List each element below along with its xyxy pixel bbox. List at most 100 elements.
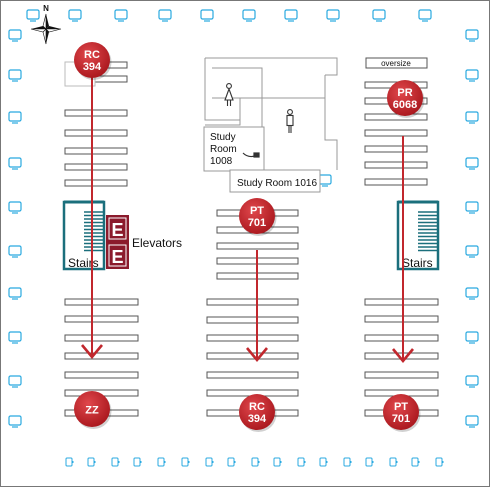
computer-icon (418, 9, 432, 22)
computer-icon (68, 9, 82, 22)
computer-icon (465, 69, 479, 82)
compass-north-label: N (43, 4, 49, 13)
shelf (64, 298, 139, 306)
elevator-glyph-bottom: E (111, 247, 123, 267)
callout-line-2: 701 (392, 413, 410, 425)
shelf (206, 371, 299, 379)
direction-arrow (81, 76, 103, 360)
stairs-left-label: Stairs (68, 256, 99, 270)
computer-icon (227, 457, 236, 467)
shelf (64, 147, 128, 155)
computer-icon (411, 457, 420, 467)
shelf (206, 334, 299, 342)
computer-icon (8, 69, 22, 82)
callout-line-2: 6068 (393, 99, 417, 111)
shelf (64, 179, 128, 187)
shelf (364, 371, 439, 379)
computer-icon (319, 457, 328, 467)
shelf (206, 316, 299, 324)
computer-icon (8, 415, 22, 428)
computer-icon (26, 9, 40, 22)
computer-icon (273, 457, 282, 467)
shelf (64, 371, 139, 379)
computer-icon (465, 375, 479, 388)
study-room-1008-label-1: Study (210, 132, 236, 143)
direction-arrows (81, 76, 414, 364)
computer-icon (465, 111, 479, 124)
computer-icon (111, 457, 120, 467)
stairs-left[interactable]: Stairs (62, 200, 106, 271)
computer-icon (365, 457, 374, 467)
computer-icon (326, 9, 340, 22)
stairs-right[interactable]: Stairs (396, 200, 440, 271)
computer-icon (465, 331, 479, 344)
shelf (216, 242, 299, 250)
computer-icon (205, 457, 214, 467)
shelf (364, 113, 428, 121)
computer-icon (465, 287, 479, 300)
study-room-1008[interactable] (203, 126, 265, 172)
computer-icon (435, 457, 444, 467)
callout-line-1: PR (397, 87, 412, 99)
elevators-label: Elevators (132, 236, 182, 250)
men-restroom-icon (286, 109, 294, 133)
callout-line-2: 394 (83, 61, 102, 73)
computer-icon (465, 201, 479, 214)
elevators[interactable]: E E (106, 215, 129, 269)
callout-line-1: PT (250, 205, 264, 217)
shelf (64, 352, 139, 360)
computer-icon (8, 375, 22, 388)
shelf (364, 178, 428, 186)
callout-left-bottom[interactable]: ZZ (74, 391, 112, 429)
shelf (364, 315, 439, 323)
shelf (64, 109, 128, 117)
computer-icon (284, 9, 298, 22)
computer-icon (181, 457, 190, 467)
stairs-right-label: Stairs (402, 256, 433, 270)
computer-icon (157, 457, 166, 467)
study-room-1008-label-3: 1008 (210, 156, 233, 167)
shelf (64, 163, 128, 171)
computer-icon (465, 157, 479, 170)
computer-icon (465, 415, 479, 428)
computer-icon (8, 245, 22, 258)
computer-stations (8, 9, 479, 467)
computer-icon (389, 457, 398, 467)
computer-icon (343, 457, 352, 467)
computer-icon (251, 457, 260, 467)
desk-icon (242, 152, 260, 158)
computer-icon (87, 457, 96, 467)
computer-icon (114, 9, 128, 22)
callout-line-1: RC (84, 49, 100, 61)
shelf (64, 129, 128, 137)
shelf (364, 161, 428, 169)
computer-icon (133, 457, 142, 467)
oversize-shelf (365, 57, 428, 69)
computer-icon (465, 29, 479, 42)
direction-arrow (392, 136, 414, 364)
computer-icon (65, 457, 74, 467)
study-room-1016[interactable] (229, 169, 321, 193)
callout-line-1: RC (249, 401, 265, 413)
computer-icon (8, 201, 22, 214)
callout-line-1: PT (394, 401, 408, 413)
shelf (364, 298, 439, 306)
computer-icon (8, 29, 22, 42)
compass-rose-icon (30, 13, 62, 45)
women-restroom-icon (224, 83, 234, 106)
shelf (364, 129, 428, 137)
computer-icon (8, 331, 22, 344)
study-room-1008-label-2: Room (210, 144, 237, 155)
computer-icon (8, 287, 22, 300)
computer-icon (8, 111, 22, 124)
callout-line-1: ZZ (85, 405, 99, 417)
elevator-glyph-top: E (111, 220, 123, 240)
shelf (364, 145, 428, 153)
shelf (64, 315, 139, 323)
